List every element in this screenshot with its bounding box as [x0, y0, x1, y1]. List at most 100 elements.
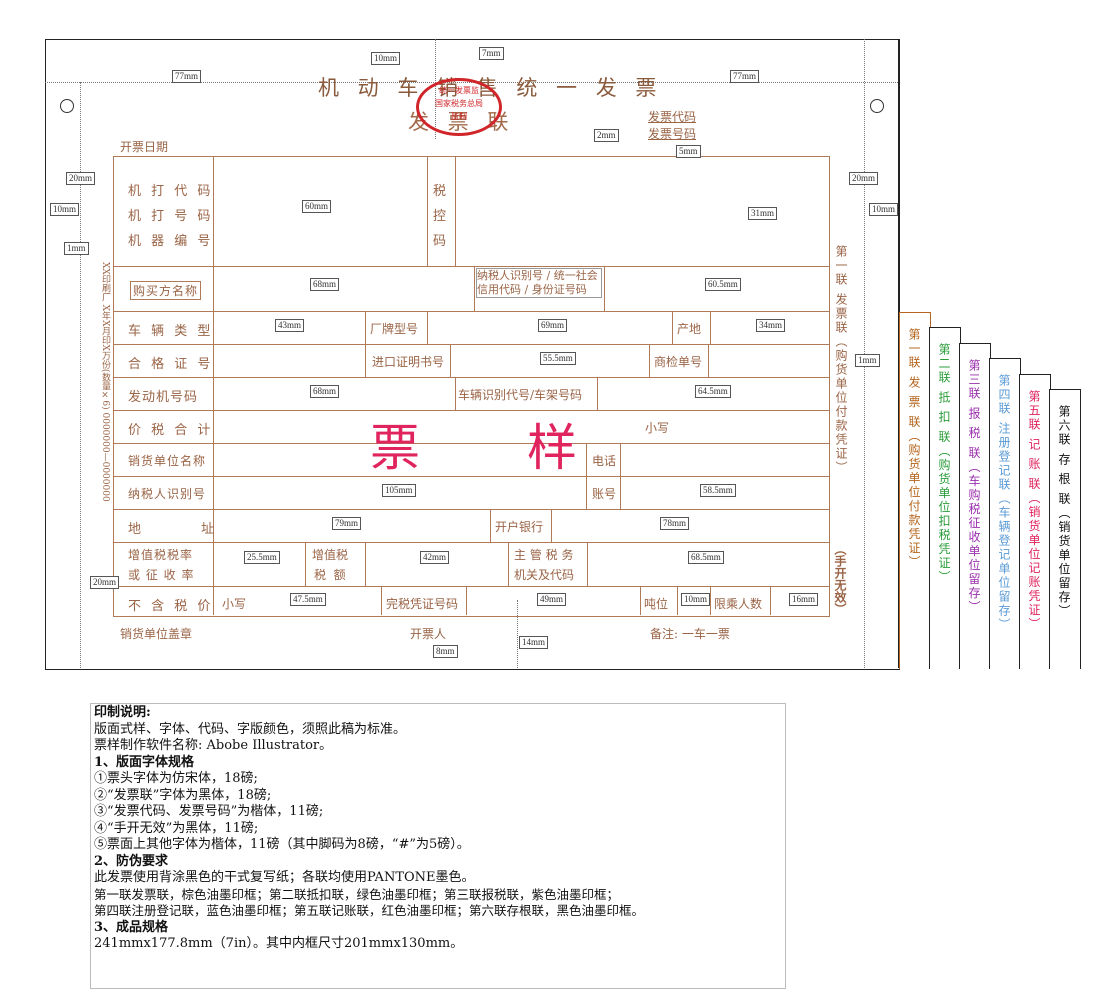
notes-line: 241mmx177.8mm（7in）。其中内框尺寸201mmx130mm。: [94, 936, 464, 951]
seal-top-text: 统一发票监: [439, 86, 479, 95]
copy-tab-text-2: 第二联 抵 扣 联（购货单位扣税凭证）: [937, 343, 951, 585]
notes-heading: 印制说明:: [94, 705, 151, 720]
notes-section-heading: 2、防伪要求: [94, 853, 169, 869]
vin-label: 车辆识别代号/车架号码: [458, 388, 583, 402]
sheet-divider: [898, 39, 899, 668]
dim-label: 77mm: [730, 70, 760, 83]
vat-amount-label-1: 增值税: [312, 548, 349, 562]
seal-middle-text: 国家税务总局: [435, 99, 483, 108]
dim-label: 58.5mm: [700, 484, 736, 497]
account-label: 账号: [592, 487, 617, 501]
dim-label: 10mm: [50, 203, 80, 216]
sample-char-1: 票: [370, 419, 420, 477]
dim-label: 25.5mm: [244, 551, 280, 564]
dim-label: 64.5mm: [695, 385, 731, 398]
vat-rate-label-1: 增值税税率: [128, 548, 194, 562]
dim-label: 7mm: [479, 47, 504, 60]
copy-tab-6: [1049, 389, 1081, 669]
sample-char-2: 样: [527, 419, 577, 477]
tax-office-label-1: 主 管 税 务: [514, 548, 574, 562]
notes-line: ④“手开无效”为黑体，11磅;: [94, 820, 259, 836]
vat-amount-label-2: 税 额: [314, 568, 346, 582]
copy-tab-text-1: 第一联 发 票 联（购货单位付款凭证）: [907, 328, 921, 570]
engine-number-label: 发动机号码: [128, 390, 199, 405]
notes-section-heading: 3、成品规格: [94, 919, 169, 935]
dim-label: 1mm: [64, 242, 89, 255]
dim-label: 10mm: [371, 52, 401, 65]
notes-line: ②“发票联”字体为黑体，18磅;: [94, 787, 272, 803]
tax-control-char-1: 税: [433, 184, 450, 199]
tax-control-char-2: 控: [433, 209, 450, 224]
dim-label: 68mm: [310, 278, 340, 291]
dim-label: 60.5mm: [705, 278, 741, 291]
dim-label: 68mm: [310, 385, 340, 398]
dim-label: 10mm: [869, 203, 899, 216]
dim-label: 10mm: [681, 593, 711, 606]
machine-code-label: 机 打 代 码: [128, 184, 214, 199]
binding-hole-left: [60, 99, 74, 113]
taxpayer-id-label: 纳税人识别号 / 统一社会信用代码 / 身份证号码: [476, 268, 602, 298]
phone-label: 电话: [592, 454, 617, 468]
seal-bottom-text: 监制: [451, 112, 467, 121]
seller-tax-id-label: 纳税人识别号: [128, 487, 207, 501]
vat-rate-label-2: 或 征 收 率: [128, 568, 195, 582]
dim-label: 78mm: [660, 517, 690, 530]
copy-tab-text-5: 第五联 记 账 联（销货单位记账凭证）: [1027, 390, 1041, 632]
copy-tab-text-4: 第四联 注册登记联（车辆登记单位留存）: [997, 374, 1011, 632]
handwritten-invalid: （手开无效）: [833, 543, 847, 615]
tax-office-label-2: 机关及代码: [514, 568, 575, 582]
dim-label: 69mm: [538, 319, 568, 332]
machine-serial-label: 机 器 编 号: [128, 234, 214, 249]
notes-line: ③“发票代码、发票号码”为楷体，11磅;: [94, 804, 324, 819]
dim-label: 49mm: [537, 593, 567, 606]
buyer-name-label: 购买方名称: [130, 281, 202, 300]
dim-label: 68.5mm: [688, 551, 724, 564]
printing-notes: 印制说明: 版面式样、字体、代码、字版颜色，须照此稿为标准。 票样制作软件名称:…: [90, 703, 786, 989]
dim-label: 47.5mm: [290, 593, 326, 606]
capacity-label: 限乘人数: [714, 597, 763, 611]
invoice-code-label: 发票代码: [648, 110, 697, 124]
address-label: 地 址: [128, 522, 218, 537]
total-price-label: 价 税 合 计: [128, 423, 214, 438]
dim-label: 8mm: [433, 645, 458, 658]
notes-line: ⑤票面上其他字体为楷体，11磅（其中脚码为8磅，“#”为5磅）。: [94, 837, 470, 852]
dim-label: 20mm: [849, 172, 879, 185]
notes-section-heading: 1、版面字体规格: [94, 754, 195, 770]
binding-hole-right: [870, 99, 884, 113]
cert-number-label: 合 格 证 号: [128, 357, 214, 372]
bank-label: 开户银行: [495, 520, 544, 534]
dim-label: 60mm: [302, 200, 332, 213]
brand-model-label: 厂牌型号: [370, 322, 419, 336]
dim-label: 20mm: [66, 172, 96, 185]
notes-line: 此发票使用背涂黑色的干式复写纸；各联均使用PANTONE墨色。: [94, 870, 475, 885]
machine-number-label: 机 打 号 码: [128, 209, 214, 224]
lowercase-label-2: 小写: [222, 597, 247, 611]
issue-date-label: 开票日期: [120, 140, 169, 154]
dim-label: 14mm: [519, 636, 549, 649]
dim-label: 31mm: [748, 207, 778, 220]
dim-label: 79mm: [332, 517, 362, 530]
dim-label: 5mm: [676, 145, 701, 158]
dim-label: 105mm: [382, 484, 416, 497]
notes-line: 版面式样、字体、代码、字版颜色，须照此稿为标准。: [94, 721, 407, 737]
remark-label: 备注: 一车一票: [650, 627, 730, 641]
dim-label: 42mm: [420, 551, 450, 564]
tax-control-char-3: 码: [433, 234, 450, 249]
dim-label: 20mm: [90, 576, 120, 589]
issuer-label: 开票人: [410, 627, 447, 641]
notes-line: ①票头字体为仿宋体，18磅;: [94, 771, 258, 786]
import-cert-label: 进口证明书号: [372, 355, 445, 369]
origin-label: 产地: [677, 322, 702, 336]
dim-label: 43mm: [275, 319, 305, 332]
notes-line: 第四联注册登记联，蓝色油墨印框；第五联记账联，红色油墨印框；第六联存根联，黑色油…: [94, 903, 645, 918]
lowercase-label: 小写: [645, 421, 670, 435]
seller-seal-label: 销货单位盖章: [120, 627, 193, 641]
tonnage-label: 吨位: [644, 597, 669, 611]
price-excl-tax-label: 不 含 税 价: [128, 599, 214, 614]
dim-label: 1mm: [855, 354, 880, 367]
notes-line: 票样制作软件名称: Abobe Illustrator。: [94, 738, 333, 753]
dim-label: 55.5mm: [540, 352, 576, 365]
copy-tab-text-6: 第六联 存 根 联（销货单位留存）: [1057, 405, 1071, 619]
copy-tab-5: [1019, 374, 1051, 669]
printer-imprint: XX印刷厂 X年X月印X万份(数量×6) 0000000—0000000: [100, 262, 110, 502]
